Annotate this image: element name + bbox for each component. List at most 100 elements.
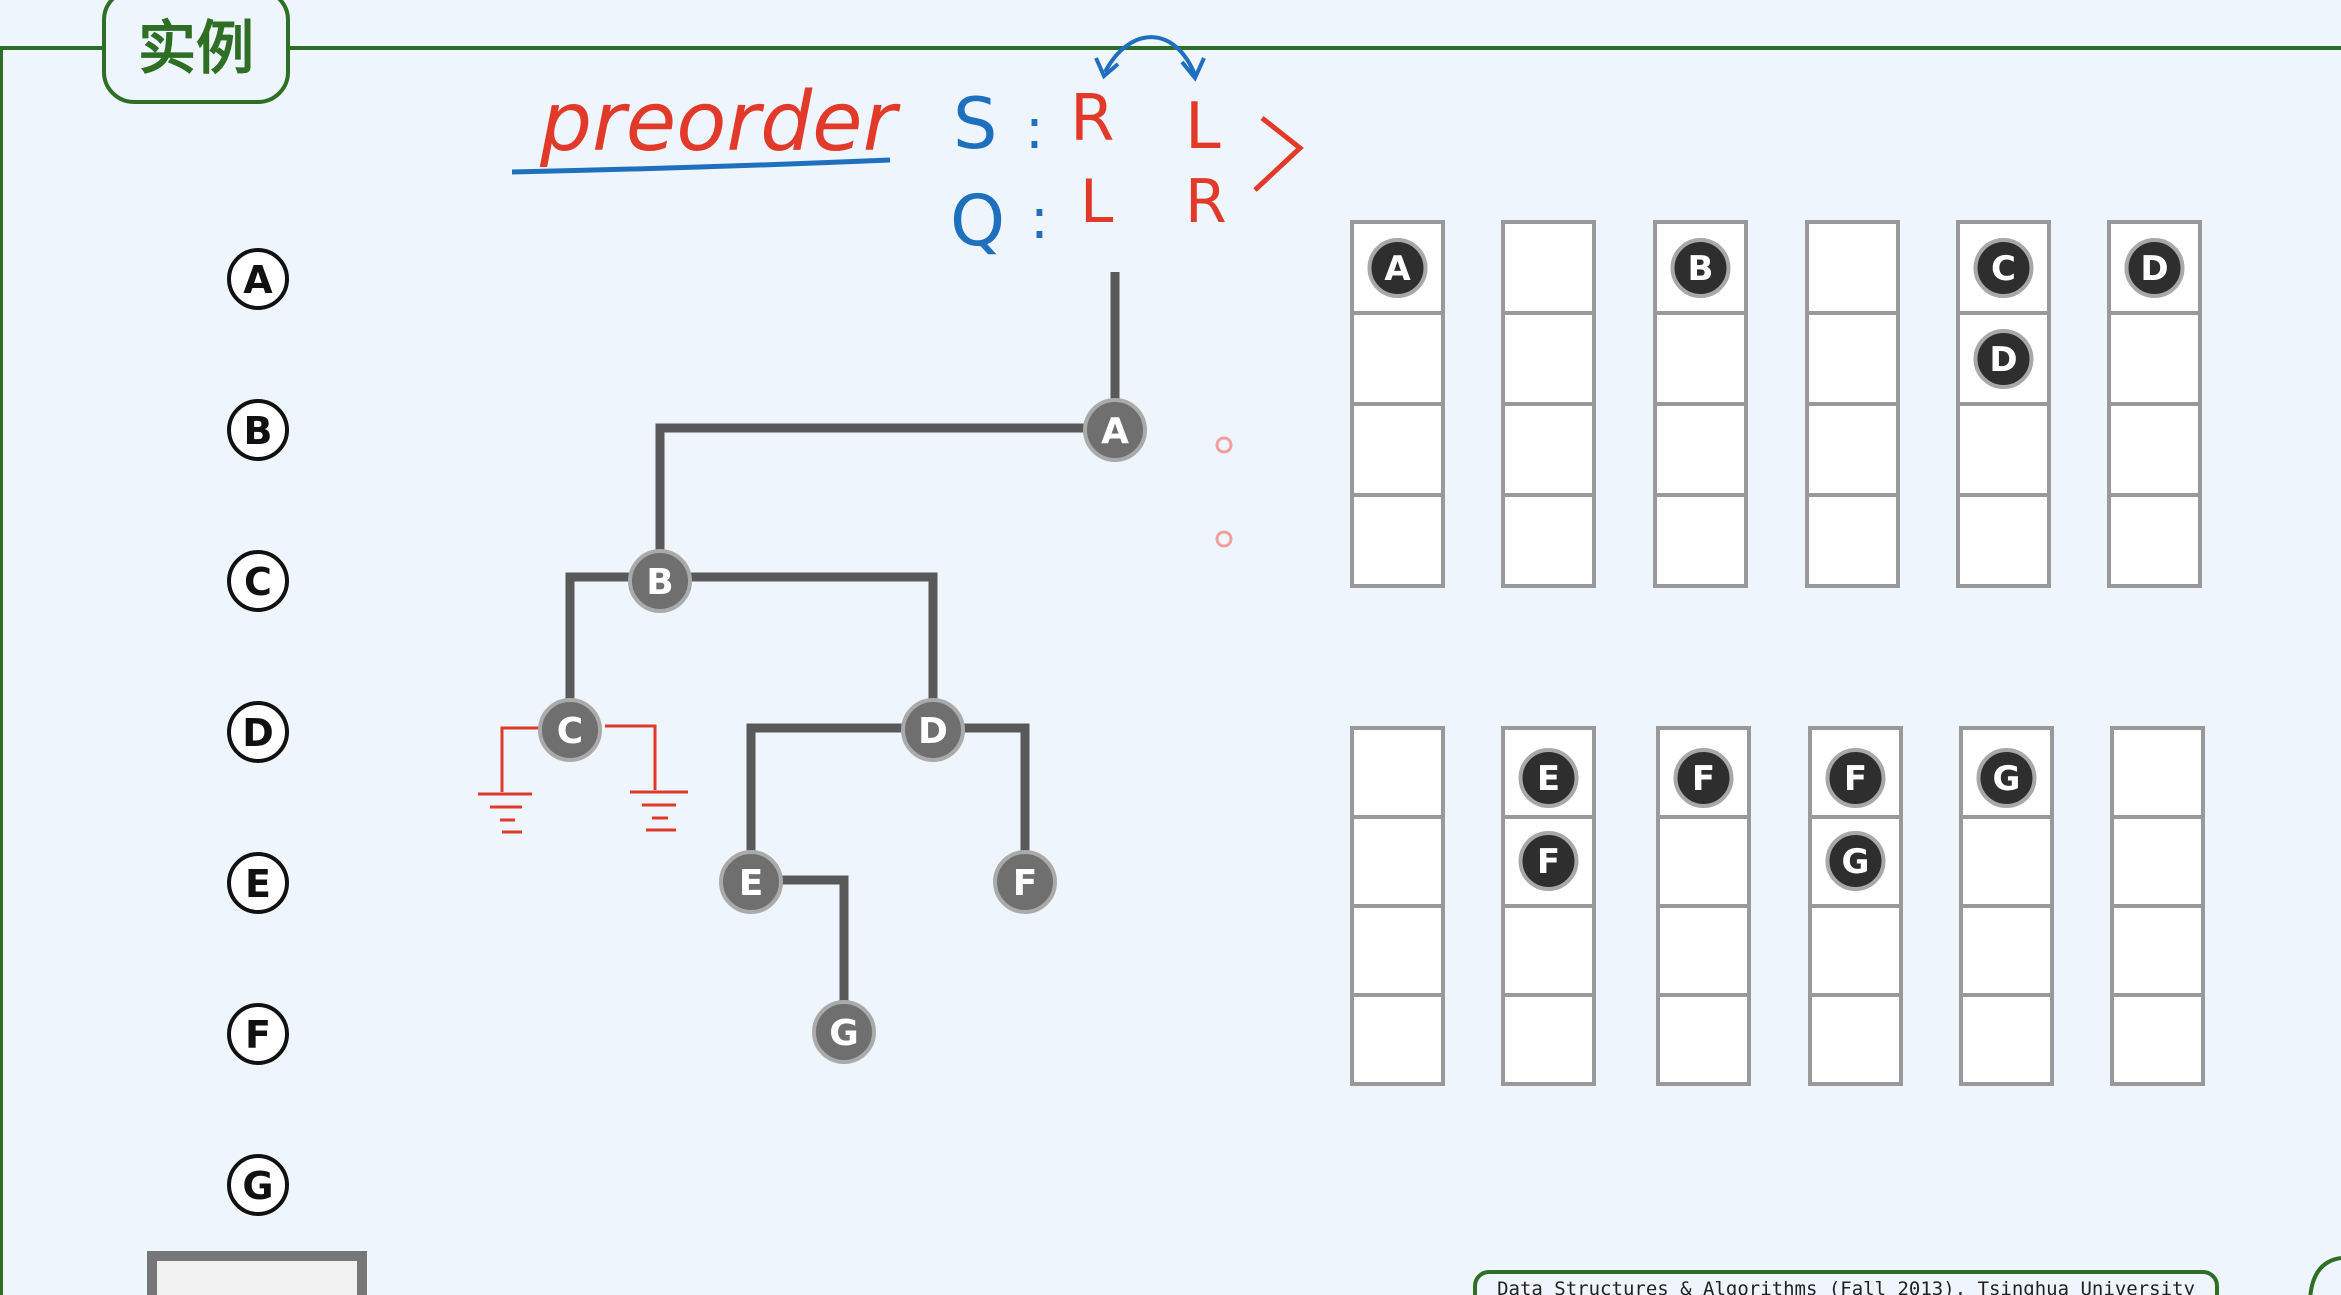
stack-cell [1350, 726, 1445, 819]
pointer-dots [1215, 436, 1233, 548]
svg-text:G: G [242, 1164, 273, 1208]
tree-node-b: B [628, 549, 692, 613]
null-children-sketch [478, 724, 688, 834]
q-first-label: L [1080, 167, 1114, 237]
stack-node: B [1670, 238, 1731, 298]
stack-cell [1959, 815, 2054, 908]
stack-cell [1501, 311, 1596, 406]
stack-column: CD [1956, 220, 2051, 588]
legend-item-d: D [227, 701, 289, 763]
edge-a-b [655, 423, 1115, 582]
stack-cell [1350, 815, 1445, 908]
stack-column [1350, 726, 1445, 1086]
stack-cell [1805, 402, 1900, 497]
stack-node: D [1973, 329, 2034, 389]
edge-b-d [660, 572, 938, 730]
stack-cell [1656, 815, 1751, 908]
stack-cell [1808, 904, 1903, 997]
chevron-right-icon [1253, 116, 1304, 192]
legend-item-g: G [227, 1154, 289, 1216]
stack-cell [1501, 402, 1596, 497]
svg-text:E: E [245, 862, 271, 906]
stack-node-label: F [1537, 842, 1560, 882]
node-legend: A B C D E F G [227, 248, 289, 1216]
legend-item-b: B [227, 399, 289, 461]
stack-cell [2110, 904, 2205, 997]
tree-node-d: D [901, 698, 965, 762]
stack-cell [1805, 493, 1900, 588]
stack-column: B [1653, 220, 1748, 588]
stack-column: EF [1501, 726, 1596, 1086]
legend-item-a: A [227, 248, 289, 310]
stack-node: F [1518, 831, 1579, 891]
corner-arc [2308, 1256, 2341, 1295]
svg-text:F: F [245, 1013, 271, 1057]
swap-arrowhead-right-icon [1180, 57, 1206, 82]
s-colon: : [1025, 97, 1044, 162]
slide-frame [0, 46, 2341, 1295]
footer-bar: Data Structures & Algorithms (Fall 2013)… [1473, 1270, 2219, 1295]
stack-node-label: A [1384, 249, 1411, 289]
stack-cell [1959, 904, 2054, 997]
svg-text:B: B [244, 409, 273, 453]
legend-item-f: F [227, 1003, 289, 1065]
stack-cell [2110, 815, 2205, 908]
swap-arrowhead-left-icon [1094, 57, 1120, 80]
tree-node-e: E [719, 850, 783, 914]
stack-cell [1350, 493, 1445, 588]
svg-text:A: A [243, 258, 273, 302]
stack-cell [1350, 402, 1445, 497]
footer-credit: Data Structures & Algorithms (Fall 2013)… [1497, 1278, 2195, 1295]
stack-node-label: B [1688, 249, 1714, 289]
stack-node-label: G [1842, 842, 1870, 882]
stack-cell [1653, 311, 1748, 406]
q-colon: : [1030, 187, 1049, 252]
svg-text:F: F [1013, 863, 1038, 904]
stack-cell [1501, 220, 1596, 315]
stack-cell [1350, 993, 1445, 1086]
tree-node-a: A [1083, 398, 1147, 462]
tree-nodes: A B C D E F G [538, 398, 1147, 1064]
svg-text:B: B [646, 562, 673, 603]
stack-node: G [1976, 748, 2037, 808]
stack-node-label: D [2140, 249, 2168, 289]
stack-column: G [1959, 726, 2054, 1086]
order-annotation: S : R L Q : L R [950, 35, 1304, 262]
legend-item-e: E [227, 852, 289, 914]
stack-node: F [1825, 748, 1886, 808]
bottom-control-box[interactable] [147, 1251, 367, 1295]
stack-column: D [2107, 220, 2202, 588]
stack-cell [1656, 904, 1751, 997]
stack-node-label: G [1993, 759, 2021, 799]
stack-cell [2107, 402, 2202, 497]
stack-node-label: C [1991, 249, 2016, 289]
stack-node: F [1673, 748, 1734, 808]
stack-cell [1501, 904, 1596, 997]
stack-column [2110, 726, 2205, 1086]
svg-text:E: E [739, 863, 764, 904]
svg-text:D: D [918, 711, 948, 752]
stack-cell [1805, 311, 1900, 406]
svg-text:C: C [244, 560, 272, 604]
tree-node-f: F [993, 850, 1057, 914]
stack-cell [1656, 993, 1751, 1086]
stack-node: A [1367, 238, 1428, 298]
svg-text:G: G [829, 1013, 859, 1054]
stack-cell [1501, 493, 1596, 588]
stack-cell [2107, 493, 2202, 588]
stack-cell [2110, 726, 2205, 819]
stack-node: E [1518, 748, 1579, 808]
preorder-heading: preorder [539, 75, 901, 170]
stack-column: FG [1808, 726, 1903, 1086]
stack-cell [1501, 993, 1596, 1086]
stack-cell [1653, 493, 1748, 588]
stack-column [1501, 220, 1596, 588]
title-tab: 实例 [102, 0, 290, 104]
stack-node-label: F [1844, 759, 1867, 799]
svg-text:C: C [557, 711, 583, 752]
stack-node: G [1825, 831, 1886, 891]
stack-node: C [1973, 238, 2034, 298]
stack-column [1805, 220, 1900, 588]
